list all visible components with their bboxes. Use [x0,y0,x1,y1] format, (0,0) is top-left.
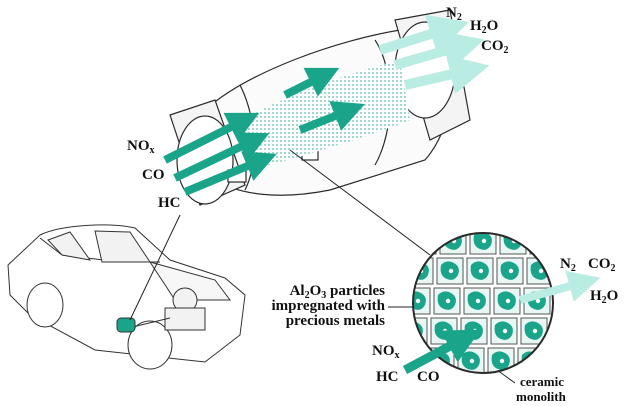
precious-metal-site [472,328,478,334]
detail-inlet-arrow [402,329,481,374]
precious-metal-site [442,328,448,334]
label-detail-h2o: H2O [590,288,619,306]
label-inlet-co: CO [142,167,165,183]
precious-metal-site [529,358,535,364]
precious-metal-site [413,328,418,334]
precious-metal-site [572,239,576,243]
car-wheel [127,320,173,370]
precious-metal-site [421,238,427,244]
monolith-cell [485,378,511,404]
label-monolith: ceramic monolith [516,374,566,404]
precious-metal-site [560,359,564,363]
car-hood [148,261,231,301]
car-window [47,231,92,261]
precious-metal-site [475,298,481,304]
precious-metal-site [469,358,475,364]
precious-metal-site [481,238,487,244]
label-detail-n2: N2 [560,256,576,274]
detail-outlet-arrow [518,270,601,304]
catalyst-particle [399,381,417,400]
monolith-cell [455,378,481,404]
converter-inlet-arrows [163,67,365,196]
flow-arrow [393,31,485,70]
label-detail-hc: HC [376,369,399,385]
label-outlet-h2o: H2O [470,18,499,36]
engine-block [164,307,206,331]
precious-metal-site [566,299,570,303]
catalyst-particle [558,291,576,310]
flow-arrow [173,132,270,182]
flow-arrow [163,112,260,164]
precious-metal-site [532,328,538,334]
monolith-cell [550,317,553,345]
monolith-cell [560,228,586,254]
label-inlet-hc: HC [158,195,181,211]
precious-metal-site [502,328,508,334]
car-converter-highlight [116,317,136,333]
precious-metal-site [437,389,441,393]
monolith-cell [547,347,553,373]
label-outlet-n2: N2 [446,5,462,23]
precious-metal-site [499,358,505,364]
catalyst-particle [459,381,477,400]
flow-arrow [298,101,365,134]
flow-arrow [403,55,490,94]
label-outlet-co2: CO2 [481,38,509,56]
catalyst-particle [555,321,573,340]
label-particles: Al2O3 particles impregnated with preciou… [271,283,385,329]
monolith-cell [529,233,553,255]
car-illustration [7,224,246,370]
precious-metal-site [563,329,567,333]
precious-metal-site [407,389,411,393]
precious-metal-site [541,238,547,244]
precious-metal-site [467,389,471,393]
converter-outlet-arrows [378,14,490,94]
precious-metal-site [415,298,421,304]
car-wheel [26,282,64,328]
precious-metal-site [505,298,511,304]
precious-metal-site [448,268,454,274]
label-detail-co2: CO2 [588,256,616,274]
precious-metal-site [538,268,544,274]
flow-arrow [183,151,277,196]
precious-metal-site [497,389,501,393]
precious-metal-site [445,298,451,304]
precious-metal-site [478,268,484,274]
catalyst-particle [564,231,582,250]
leader-line-car [129,214,181,321]
precious-metal-site [508,268,514,274]
flow-arrow [378,14,470,55]
magnifier-rim [412,232,554,374]
catalyst-particle [489,381,507,400]
converter-core-hatch [235,60,410,170]
label-inlet-nox: NOx [127,138,155,156]
catalyst-particle [413,233,432,250]
label-detail-nox: NOx [372,343,400,361]
label-detail-co: CO [417,369,440,385]
precious-metal-site [535,298,541,304]
catalyst-particle [533,233,552,250]
flow-arrow [283,67,340,99]
catalyst-particle [551,351,553,370]
leader-line-detail [289,149,431,256]
